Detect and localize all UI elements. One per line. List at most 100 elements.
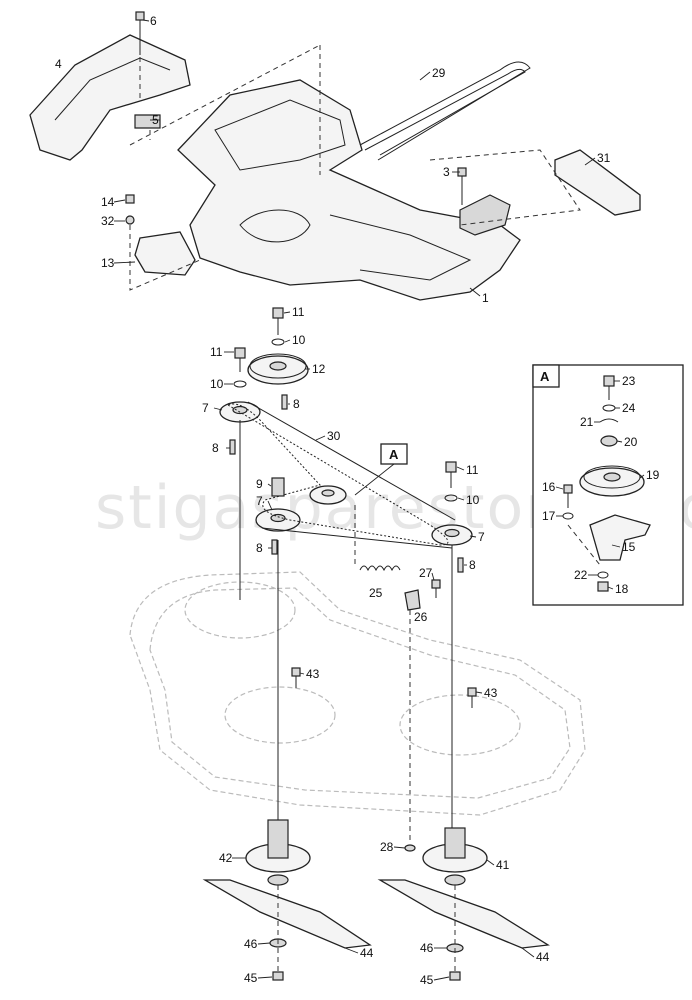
shaft-9	[271, 477, 285, 497]
guide-lines-top	[129, 44, 321, 175]
leader-line-p28	[393, 846, 406, 849]
leader-line-p44a	[344, 947, 359, 954]
leader-line-p45a	[257, 976, 273, 979]
leader-line-p11a	[283, 311, 291, 314]
part-label-p10a: 10	[292, 333, 306, 347]
spring-25	[359, 565, 401, 572]
belt-cover-1	[177, 79, 521, 301]
part-label-p8b: 8	[212, 441, 219, 455]
part-labels: 1345677788889101010111111121314151617181…	[55, 14, 660, 987]
bolt-11-right	[444, 461, 458, 502]
inset-title: A	[540, 369, 550, 384]
part-label-p31: 31	[597, 151, 611, 165]
leader-line-p41	[486, 859, 495, 866]
spindle-shafts	[239, 420, 453, 830]
bracket-26	[404, 589, 421, 611]
nut-28	[404, 844, 416, 852]
leader-line-p27	[431, 572, 435, 581]
leader-line-p14	[113, 199, 126, 203]
part-label-p46b: 46	[420, 941, 434, 955]
bolts-45	[272, 971, 461, 981]
leader-line-p9	[267, 483, 272, 487]
part-label-p7c: 7	[478, 530, 485, 544]
leader-line-p45b	[433, 976, 450, 981]
left-cover-4	[29, 34, 191, 161]
part-label-p3: 3	[443, 165, 450, 179]
leader-line-p10a	[284, 339, 291, 343]
leader-line-p1	[469, 287, 481, 297]
part-label-p6: 6	[150, 14, 157, 28]
part-label-p11a: 11	[292, 305, 305, 319]
part-label-p19: 19	[646, 468, 660, 482]
blade-44-right	[377, 879, 550, 949]
bolt-11-left	[233, 347, 247, 388]
part-label-p8d: 8	[469, 558, 476, 572]
belt-30	[226, 401, 456, 549]
leader-line-p43a	[299, 672, 305, 675]
part-label-p21: 21	[580, 415, 594, 429]
part-label-p32: 32	[101, 214, 115, 228]
pins-8	[229, 394, 464, 573]
blade-44-left	[202, 879, 372, 949]
part-label-p41: 41	[496, 858, 510, 872]
leader-line-p31	[584, 157, 596, 166]
part-label-p22: 22	[574, 568, 588, 582]
part-label-p11b: 11	[210, 345, 223, 359]
part-label-p45b: 45	[420, 973, 434, 987]
deck-bolts-43	[291, 667, 477, 708]
part-label-p25: 25	[369, 586, 383, 600]
bracket-5	[134, 114, 161, 129]
bolt-11-top	[271, 307, 285, 346]
part-label-p27: 27	[419, 566, 433, 580]
leader-line-p7b	[267, 500, 273, 511]
part-label-p44b: 44	[536, 950, 550, 964]
part-label-p8c: 8	[256, 541, 263, 555]
leader-line-p16	[555, 486, 564, 490]
inset-a: A	[532, 364, 684, 606]
part-label-p24: 24	[622, 401, 636, 415]
mower-deck	[129, 571, 586, 816]
spindle-41	[422, 827, 488, 886]
leader-line-p30	[315, 435, 326, 441]
part-label-p28: 28	[380, 840, 394, 854]
bracket-guide	[129, 225, 201, 291]
part-label-p11c: 11	[466, 463, 479, 477]
pulley-12	[247, 353, 309, 385]
part-label-p13: 13	[101, 256, 115, 270]
part-label-p26: 26	[414, 610, 428, 624]
part-label-p30: 30	[327, 429, 341, 443]
leader-line-p6	[142, 19, 150, 22]
part-label-p9: 9	[256, 477, 263, 491]
leader-line-p7a	[213, 407, 223, 411]
bolt-3	[457, 167, 467, 205]
bottom-guides	[277, 885, 456, 972]
leader-line-p19	[639, 474, 645, 479]
svg-text:A: A	[389, 447, 399, 462]
part-label-p7a: 7	[202, 401, 209, 415]
part-label-p16: 16	[542, 480, 556, 494]
callout-guide	[354, 505, 411, 840]
part-label-p4: 4	[55, 57, 62, 71]
spindle-42	[245, 819, 311, 886]
part-label-p20: 20	[624, 435, 638, 449]
leader-line-p11c	[456, 466, 465, 471]
leader-line-p44b	[521, 947, 535, 958]
leader-line-p18	[607, 586, 614, 590]
part-label-p10b: 10	[210, 377, 224, 391]
part-label-p17: 17	[542, 509, 556, 523]
leader-line-p29	[419, 71, 431, 81]
part-label-p15: 15	[622, 540, 636, 554]
part-label-p45a: 45	[244, 971, 258, 985]
bolt-27	[431, 579, 441, 598]
belt-29	[359, 61, 531, 161]
part-label-p10c: 10	[466, 493, 480, 507]
leader-line-p43b	[475, 691, 483, 694]
part-label-p14: 14	[101, 195, 115, 209]
part-label-p43a: 43	[306, 667, 320, 681]
part-label-p42: 42	[219, 851, 233, 865]
part-label-p44a: 44	[360, 946, 374, 960]
part-label-p43b: 43	[484, 686, 498, 700]
bolt-6	[135, 11, 145, 55]
